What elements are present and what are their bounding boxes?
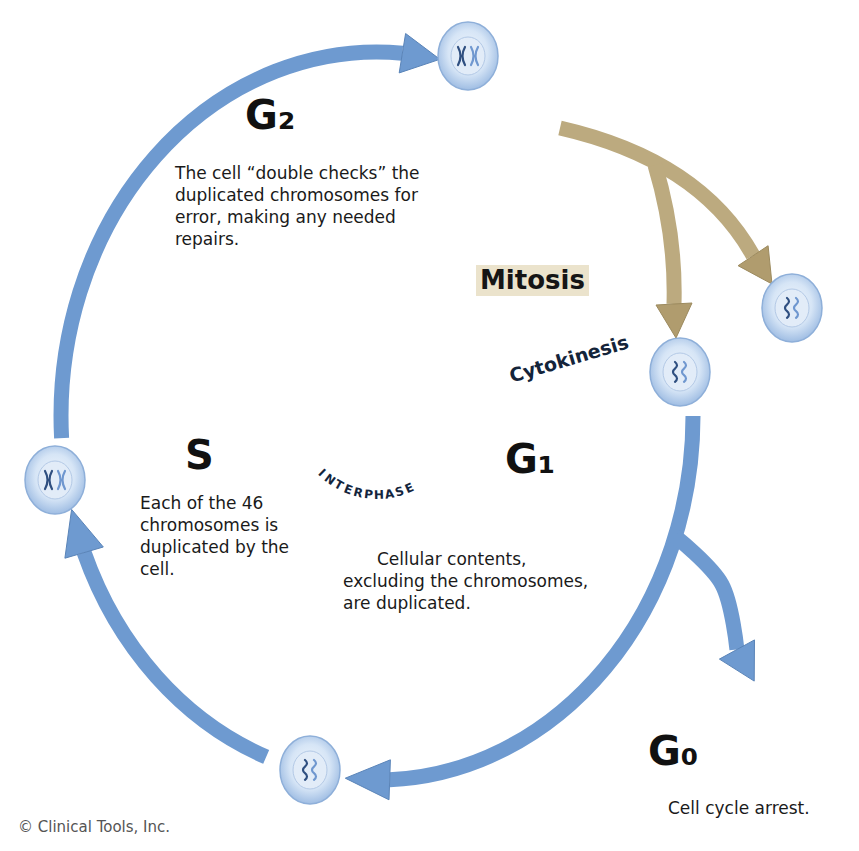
- node-outline: [455, 282, 693, 405]
- phase-heading: S: [185, 432, 214, 478]
- sector-shape: [61, 52, 527, 416]
- arrowhead: [656, 303, 692, 338]
- text-slot: Each of the 46 chromosomes is duplicated…: [140, 492, 305, 580]
- interphase-ring: INTERPHASE: [287, 326, 467, 506]
- ring-letter: E: [403, 481, 415, 495]
- cell-body: [740, 676, 800, 744]
- text-slot: © Clinical Tools, Inc.: [18, 818, 170, 836]
- fan-line: [424, 119, 555, 337]
- cells: [25, 22, 822, 804]
- phase-description: Cell cycle arrest.: [668, 797, 810, 819]
- ring-letter: R: [352, 486, 364, 500]
- node-outline: [412, 93, 674, 383]
- text-slot: Cellular contents, excluding the chromos…: [343, 548, 605, 614]
- ring-letter: P: [363, 488, 373, 501]
- arrowhead: [345, 760, 390, 800]
- cell-icon: [740, 676, 800, 744]
- fan-line: [432, 144, 582, 343]
- phase-heading: G₀: [648, 728, 698, 774]
- phase-sector: G₁ Cellular contents, excluding the chrom…: [252, 364, 695, 782]
- ring-letter: H: [374, 489, 384, 501]
- fan-line: [446, 199, 627, 356]
- sector-shape: [255, 366, 693, 780]
- cell-icon: [762, 274, 822, 342]
- mitosis-wedge: Mitosis: [412, 93, 674, 383]
- cell-icon: [25, 446, 85, 514]
- sector-shape: [457, 285, 690, 402]
- text-slot: Cell cycle arrest.: [668, 797, 810, 819]
- sector-shape: [61, 416, 347, 752]
- arrowhead: [738, 246, 772, 284]
- arrowhead: [719, 640, 754, 681]
- ring-core: [307, 346, 447, 486]
- resting-cell: G₀Cell cycle arrest.: [739, 675, 801, 745]
- ring-shape: [289, 328, 465, 504]
- text-slot: INTERPHASE: [287, 326, 467, 506]
- phase-label: Cytokinesis: [507, 331, 632, 388]
- text-slot: S: [185, 432, 214, 478]
- phase-description: The cell “double checks” the duplicated …: [175, 162, 443, 250]
- division-arrow: [655, 165, 674, 304]
- phase-sector: G₂ The cell “double checks” the duplicate…: [59, 49, 529, 419]
- text-slot: G₁: [505, 436, 555, 482]
- ring-letter: A: [384, 487, 395, 500]
- phase-description: Each of the 46 chromosomes is duplicated…: [140, 492, 305, 580]
- text-slot: Mitosis: [476, 265, 589, 296]
- fan-line: [440, 170, 606, 349]
- cycle-arrow: [84, 553, 266, 757]
- cycle-arrowheads: [65, 34, 440, 800]
- ring-label: INTERPHASE: [287, 326, 467, 506]
- arrow-line: [675, 536, 737, 649]
- text-slot: G₀: [648, 728, 698, 774]
- phase-sector: S Each of the 46 chromosomes is duplicate…: [59, 414, 349, 754]
- cell-icon: [650, 338, 710, 406]
- phase-heading: G₁: [505, 436, 555, 482]
- chromosome-icon: [763, 700, 776, 720]
- phase-heading: G₂: [245, 92, 295, 138]
- division-arrows: [560, 128, 753, 304]
- text-slot: G₂: [245, 92, 295, 138]
- division-arrowheads: [656, 246, 772, 338]
- node-outline: [739, 675, 801, 745]
- copyright-note: © Clinical Tools, Inc.: [18, 818, 170, 836]
- phase-description: Cellular contents, excluding the chromos…: [343, 548, 605, 614]
- arrowhead: [399, 34, 440, 73]
- cytokinesis-band: Cytokinesis: [455, 282, 693, 405]
- cell-icon: [280, 736, 340, 804]
- text-slot: The cell “double checks” the duplicated …: [175, 162, 443, 250]
- arrowhead: [65, 509, 103, 558]
- cell-icon: [438, 22, 498, 90]
- node-outline: [287, 326, 467, 506]
- sector-shape: [414, 95, 672, 380]
- cycle-arrows: [61, 52, 693, 780]
- phase-label: Mitosis: [476, 265, 589, 296]
- cycle-exit-arrow: [675, 536, 754, 681]
